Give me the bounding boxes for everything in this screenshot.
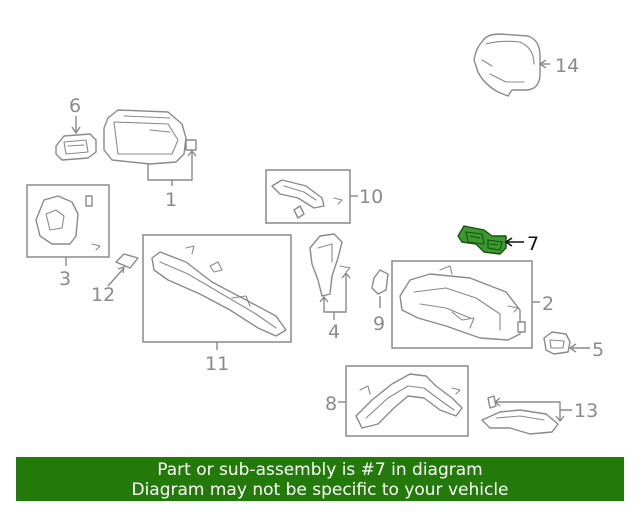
callout-13: 13 — [574, 400, 598, 422]
callout-1: 1 — [165, 189, 177, 211]
callout-14: 14 — [555, 55, 579, 77]
part-4-side-bracket — [309, 233, 351, 297]
part-11-lower-panel — [151, 245, 287, 337]
arrow-5 — [568, 343, 577, 353]
arrow-6 — [71, 126, 81, 135]
callout-12: 12 — [91, 284, 115, 306]
arrow-14 — [538, 59, 547, 69]
callout-5: 5 — [592, 339, 604, 361]
part-3-side-panel — [35, 195, 101, 251]
part-7-vent-highlighted — [457, 225, 507, 255]
bracket-13 — [496, 401, 572, 420]
footer-line-2: Diagram may not be specific to your vehi… — [131, 480, 509, 500]
footer-line-1: Part or sub-assembly is #7 in diagram — [157, 460, 483, 480]
box-3 — [26, 184, 110, 258]
callout-2: 2 — [542, 293, 554, 315]
part-9-clip — [371, 269, 389, 295]
parts-diagram: 14 6 1 3 12 11 — [26, 33, 604, 437]
callout-10: 10 — [359, 186, 383, 208]
box-8 — [345, 365, 469, 437]
part-6-vent — [55, 133, 97, 161]
arrow-4a — [319, 295, 329, 303]
arrow-4b — [341, 271, 351, 279]
arrow-13b — [555, 415, 565, 423]
bracket-1 — [147, 152, 193, 181]
footer-banner: Part or sub-assembly is #7 in diagram Di… — [16, 457, 624, 501]
part-13-lower-bracket — [481, 395, 559, 435]
arrow-13a — [493, 397, 501, 407]
callout-3: 3 — [59, 268, 71, 290]
leader-12 — [107, 267, 125, 287]
callout-7: 7 — [527, 233, 539, 255]
part-1-cluster-hood — [103, 109, 197, 165]
bracket-4 — [323, 274, 347, 313]
callout-4: 4 — [328, 321, 340, 343]
part-2-center-panel — [399, 265, 526, 341]
part-8-knee-panel — [355, 373, 463, 429]
box-2 — [391, 260, 533, 349]
part-10-bracket — [271, 179, 343, 219]
part-12-small-cover — [115, 253, 139, 269]
arrow-12 — [117, 265, 125, 274]
callout-8: 8 — [325, 393, 337, 415]
callout-9: 9 — [373, 313, 385, 335]
part-14-airbag — [473, 33, 541, 97]
arrow-7 — [504, 237, 513, 247]
callout-6: 6 — [69, 95, 81, 117]
part-5-connector — [543, 331, 571, 355]
callout-11: 11 — [205, 353, 229, 375]
arrow-1 — [187, 149, 197, 157]
